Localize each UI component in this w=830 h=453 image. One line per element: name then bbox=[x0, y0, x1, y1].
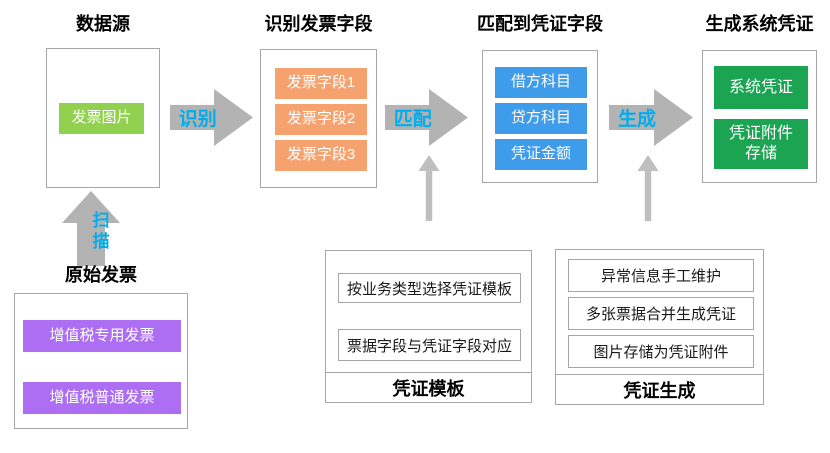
invoice-field-3-chip: 发票字段3 bbox=[275, 140, 367, 171]
generate-arrow: 生成 bbox=[609, 88, 694, 147]
template-rule-item: 票据字段与凭证字段对应 bbox=[338, 329, 521, 361]
invoice-image-chip: 发票图片 bbox=[59, 103, 144, 134]
voucher-generation-panel: 异常信息手工维护 多张票据合并生成凭证 图片存储为凭证附件 凭证生成 bbox=[555, 249, 764, 405]
generation-rule-item: 异常信息手工维护 bbox=[568, 259, 754, 292]
generation-up-arrow-icon bbox=[637, 155, 659, 221]
voucher-template-title: 凭证模板 bbox=[326, 372, 531, 402]
voucher-amount-chip: 凭证金额 bbox=[495, 139, 587, 170]
stage-title-recognize-fields: 识别发票字段 bbox=[264, 14, 373, 34]
vat-special-invoice-chip: 增值税专用发票 bbox=[23, 320, 181, 352]
voucher-generation-title: 凭证生成 bbox=[556, 374, 763, 404]
stage-box-recognize-fields: 发票字段1 发票字段2 发票字段3 bbox=[260, 49, 377, 188]
generate-arrow-label: 生成 bbox=[618, 109, 657, 130]
scan-arrow bbox=[62, 191, 120, 266]
invoice-field-2-chip: 发票字段2 bbox=[275, 104, 367, 135]
template-up-arrow-icon bbox=[418, 155, 440, 221]
match-arrow-label: 匹配 bbox=[393, 109, 432, 130]
recognize-arrow: 识别 bbox=[170, 88, 254, 147]
stage-box-data-source: 发票图片 bbox=[46, 48, 160, 188]
stage-title-data-source: 数据源 bbox=[76, 14, 130, 34]
stage-box-match-fields: 借方科目 贷方科目 凭证金额 bbox=[482, 50, 598, 183]
scan-arrow-label: 扫描 bbox=[89, 211, 109, 253]
right-arrow-icon bbox=[385, 89, 468, 146]
generation-rule-item: 图片存储为凭证附件 bbox=[568, 335, 754, 368]
right-arrow-icon bbox=[609, 89, 693, 146]
right-arrow-icon bbox=[170, 89, 253, 146]
source-invoice-title: 原始发票 bbox=[65, 265, 137, 285]
invoice-field-1-chip: 发票字段1 bbox=[275, 68, 367, 99]
voucher-template-panel: 按业务类型选择凭证模板 票据字段与凭证字段对应 凭证模板 bbox=[325, 250, 532, 403]
vat-general-invoice-chip: 增值税普通发票 bbox=[23, 382, 181, 414]
stage-box-generate-voucher: 系统凭证 凭证附件 存储 bbox=[702, 50, 817, 183]
stage-title-generate-voucher: 生成系统凭证 bbox=[705, 14, 814, 34]
recognize-arrow-label: 识别 bbox=[178, 109, 217, 130]
template-rule-item: 按业务类型选择凭证模板 bbox=[338, 273, 521, 303]
credit-account-chip: 贷方科目 bbox=[495, 103, 587, 134]
up-arrow-icon bbox=[62, 191, 120, 266]
stage-title-match-fields: 匹配到凭证字段 bbox=[477, 14, 603, 34]
generation-rule-item: 多张票据合并生成凭证 bbox=[568, 297, 754, 330]
debit-account-chip: 借方科目 bbox=[495, 67, 587, 98]
voucher-attachment-storage-chip: 凭证附件 存储 bbox=[714, 119, 808, 169]
match-arrow: 匹配 bbox=[385, 88, 469, 147]
system-voucher-chip: 系统凭证 bbox=[714, 66, 808, 109]
source-invoice-panel: 增值税专用发票 增值税普通发票 bbox=[14, 293, 188, 429]
